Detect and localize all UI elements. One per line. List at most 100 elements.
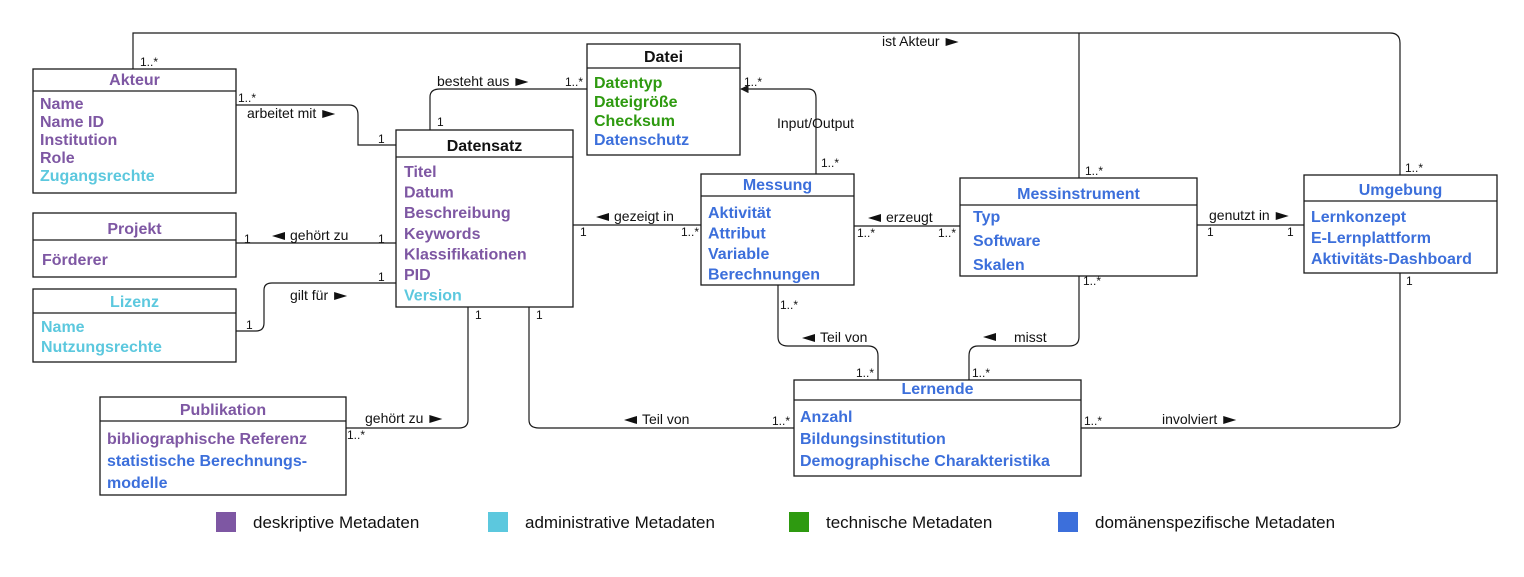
class-attribute: Klassifikationen bbox=[404, 246, 527, 263]
class-attribute: Beschreibung bbox=[404, 205, 511, 222]
association-datensatz-lernende bbox=[528, 307, 794, 429]
class-title: Akteur bbox=[109, 72, 160, 89]
legend-item: technische Metadaten bbox=[789, 512, 992, 532]
association-label-datei-messung: Input/Output bbox=[777, 115, 854, 131]
multiplicity: 1..* bbox=[1085, 164, 1103, 178]
class-attribute: Attribut bbox=[708, 226, 766, 243]
direction-arrow-left-icon bbox=[272, 232, 285, 240]
association-line bbox=[236, 104, 396, 146]
class-attribute: E-Lernplattform bbox=[1311, 230, 1431, 247]
class-attribute: Zugangsrechte bbox=[40, 168, 155, 185]
multiplicity: 1 bbox=[244, 232, 251, 246]
association-label-text: erzeugt bbox=[886, 209, 933, 225]
association-messung-lernende bbox=[777, 285, 879, 380]
class-title: Messinstrument bbox=[1017, 186, 1140, 203]
association-line bbox=[777, 285, 879, 380]
legend-item: deskriptive Metadaten bbox=[216, 512, 419, 532]
direction-arrow-right-icon bbox=[334, 292, 348, 300]
class-attribute: Keywords bbox=[404, 226, 481, 243]
class-title: Projekt bbox=[107, 221, 162, 238]
class-title: Datei bbox=[644, 49, 683, 66]
association-lernende-umgebung bbox=[1081, 273, 1401, 429]
direction-arrow-left-icon bbox=[802, 334, 815, 342]
legend-swatch bbox=[789, 512, 809, 532]
multiplicity: 1..* bbox=[856, 366, 874, 380]
legend-label: domänenspezifische Metadaten bbox=[1095, 513, 1335, 532]
class-attribute: modelle bbox=[107, 475, 168, 492]
class-attribute: Name bbox=[41, 319, 85, 336]
class-box-datensatz: DatensatzTitelDatumBeschreibungKeywordsK… bbox=[395, 129, 574, 308]
class-attribute: Software bbox=[973, 233, 1041, 250]
class-frame bbox=[32, 288, 237, 363]
association-label-datensatz-messung: gezeigt in bbox=[596, 208, 674, 224]
multiplicity: 1..* bbox=[857, 226, 875, 240]
association-line bbox=[740, 84, 817, 174]
legend-label: deskriptive Metadaten bbox=[253, 513, 419, 532]
association-label-messinstrument-umgebung: genutzt in bbox=[1209, 207, 1289, 223]
direction-arrow-right-icon bbox=[1223, 416, 1237, 424]
association-label-text: besteht aus bbox=[437, 73, 509, 89]
association-line bbox=[132, 32, 1401, 178]
class-frame bbox=[32, 212, 237, 278]
association-datei-messung bbox=[740, 84, 817, 174]
class-attribute: Titel bbox=[404, 164, 437, 181]
class-attribute: PID bbox=[404, 267, 431, 284]
association-label-messinstrument-messung: erzeugt bbox=[868, 209, 933, 225]
multiplicity: 1 bbox=[536, 308, 543, 322]
class-attribute: Berechnungen bbox=[708, 267, 820, 284]
legend-swatch bbox=[488, 512, 508, 532]
class-title: Lernende bbox=[901, 381, 973, 398]
class-title: Datensatz bbox=[447, 138, 523, 155]
multiplicity: 1..* bbox=[972, 366, 990, 380]
direction-arrow-left-icon bbox=[596, 213, 609, 221]
association-label-lernende-umgebung: involviert bbox=[1162, 411, 1237, 427]
association-label-datensatz-lernende: Teil von bbox=[624, 411, 689, 427]
association-label-messinstrument-lernende: misst bbox=[983, 329, 1047, 345]
class-attribute: statistische Berechnungs- bbox=[107, 453, 307, 470]
class-attribute: Variable bbox=[708, 246, 769, 263]
association-label-lizenz-datensatz: gilt für bbox=[290, 287, 348, 303]
multiplicity: 1..* bbox=[1083, 274, 1101, 288]
association-label-text: gehört zu bbox=[365, 410, 423, 426]
class-attribute: Name ID bbox=[40, 114, 104, 131]
direction-arrow-right-icon bbox=[1275, 212, 1289, 220]
legend-label: technische Metadaten bbox=[826, 513, 992, 532]
class-attribute: Dateigröße bbox=[594, 94, 678, 111]
association-akteur-datensatz bbox=[236, 104, 396, 146]
class-attribute: Skalen bbox=[973, 257, 1025, 274]
association-label-text: genutzt in bbox=[1209, 207, 1270, 223]
class-title: Lizenz bbox=[110, 294, 159, 311]
multiplicity: 1 bbox=[378, 232, 385, 246]
class-attribute: Datum bbox=[404, 185, 454, 202]
association-akteur-umgebung bbox=[132, 32, 1401, 178]
multiplicity: 1..* bbox=[140, 55, 158, 69]
multiplicity: 1..* bbox=[1405, 161, 1423, 175]
direction-arrow-right-icon bbox=[515, 78, 529, 86]
class-attribute: Lernkonzept bbox=[1311, 209, 1407, 226]
multiplicity: 1 bbox=[1287, 225, 1294, 239]
association-datensatz-datei bbox=[429, 88, 587, 130]
class-attribute: Checksum bbox=[594, 113, 675, 130]
class-frame bbox=[959, 177, 1198, 277]
association-lizenz-datensatz bbox=[236, 282, 396, 332]
associations bbox=[132, 32, 1401, 429]
association-label-text: Input/Output bbox=[777, 115, 854, 131]
association-label-messung-lernende: Teil von bbox=[802, 329, 867, 345]
direction-arrow-right-icon bbox=[945, 38, 959, 46]
direction-arrow-right-icon bbox=[429, 415, 443, 423]
multiplicity: 1..* bbox=[938, 226, 956, 240]
multiplicity: 1..* bbox=[681, 225, 699, 239]
class-attribute: Role bbox=[40, 150, 75, 167]
legend-label: administrative Metadaten bbox=[525, 513, 715, 532]
class-attribute: Institution bbox=[40, 132, 117, 149]
legend-swatch bbox=[216, 512, 236, 532]
class-attribute: Version bbox=[404, 288, 462, 305]
direction-arrow-right-icon bbox=[322, 110, 336, 118]
association-line bbox=[528, 307, 794, 429]
association-line bbox=[429, 88, 587, 130]
